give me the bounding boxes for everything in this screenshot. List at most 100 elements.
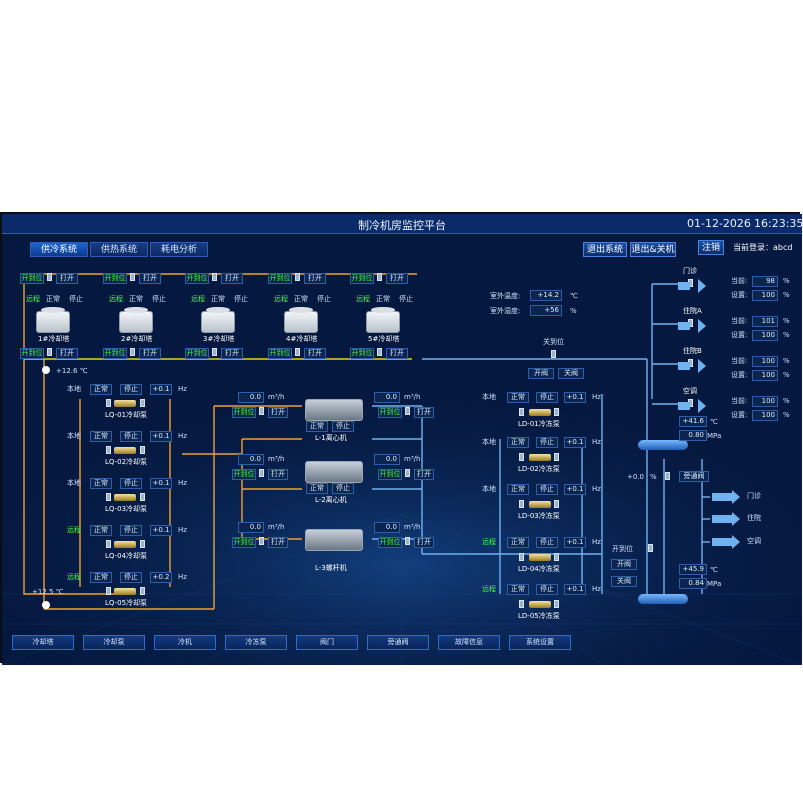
tower-open-button[interactable]: 打开 bbox=[304, 348, 326, 359]
valve-icon[interactable] bbox=[130, 273, 135, 281]
valve-icon[interactable] bbox=[47, 273, 52, 281]
title-bar: 制冷机房监控平台 01-12-2026 16:23:35 bbox=[2, 214, 803, 234]
bottom-nav-button[interactable]: 系统设置 bbox=[509, 635, 571, 650]
valve-icon[interactable] bbox=[130, 348, 135, 356]
pump-mode: 本地 bbox=[67, 385, 81, 393]
tower-mode: 远程 bbox=[26, 295, 40, 303]
chiller-open-button[interactable]: 打开 bbox=[268, 537, 288, 548]
valve-icon[interactable] bbox=[259, 537, 264, 545]
chiller-open-button[interactable]: 打开 bbox=[414, 407, 434, 418]
pump-name: LD-05冷冻泵 bbox=[518, 612, 560, 620]
chiller-open-button[interactable]: 打开 bbox=[414, 469, 434, 480]
chiller-open-button[interactable]: 打开 bbox=[414, 537, 434, 548]
tower-open-button[interactable]: 打开 bbox=[386, 348, 408, 359]
pump-state: 正常 bbox=[507, 437, 529, 448]
bottom-nav-button[interactable]: 冷机 bbox=[154, 635, 216, 650]
pump-name: LD-04冷冻泵 bbox=[518, 565, 560, 573]
top-valve-open-button[interactable]: 开阀 bbox=[528, 368, 554, 379]
tower-open-button[interactable]: 打开 bbox=[221, 273, 243, 284]
valve-icon[interactable] bbox=[140, 493, 145, 501]
valve-icon[interactable] bbox=[554, 453, 559, 461]
cool-bot-temp: +12.5 ℃ bbox=[32, 588, 64, 596]
valve-icon[interactable] bbox=[519, 408, 524, 416]
exit-system-button[interactable]: 退出系统 bbox=[583, 242, 627, 257]
bypass-valve-icon[interactable] bbox=[665, 472, 670, 480]
valve-icon[interactable] bbox=[554, 500, 559, 508]
tower-state: 正常 bbox=[211, 295, 225, 303]
valve-icon[interactable] bbox=[519, 553, 524, 561]
valve-icon[interactable] bbox=[405, 537, 410, 545]
tab-cooling-system[interactable]: 供冷系统 bbox=[30, 242, 88, 257]
cooling-tower-icon bbox=[36, 307, 70, 333]
valve-icon[interactable] bbox=[377, 273, 382, 281]
branch-set-label: 设置: bbox=[731, 291, 748, 299]
valve-icon[interactable] bbox=[259, 469, 264, 477]
valve-icon[interactable] bbox=[259, 407, 264, 415]
valve-icon[interactable] bbox=[519, 500, 524, 508]
bottom-nav-button[interactable]: 冷冻泵 bbox=[225, 635, 287, 650]
tower-open-button[interactable]: 打开 bbox=[386, 273, 408, 284]
tower-open-button[interactable]: 打开 bbox=[139, 348, 161, 359]
pump-name: LD-02冷冻泵 bbox=[518, 465, 560, 473]
tower-open-button[interactable]: 打开 bbox=[304, 273, 326, 284]
tower-open-button[interactable]: 打开 bbox=[221, 348, 243, 359]
valve-icon[interactable] bbox=[140, 446, 145, 454]
branch-arrow-icon bbox=[678, 399, 706, 413]
valve-icon[interactable] bbox=[377, 348, 382, 356]
supply-press-unit: MPa bbox=[707, 432, 722, 440]
chiller-open-pos: 开到位 bbox=[378, 469, 402, 480]
bottom-nav-button[interactable]: 旁通阀 bbox=[367, 635, 429, 650]
valve-icon[interactable] bbox=[140, 540, 145, 548]
pump-icon bbox=[529, 409, 551, 416]
tower-name: 1#冷却塔 bbox=[38, 335, 70, 343]
valve-icon[interactable] bbox=[140, 587, 145, 595]
bottom-nav-button[interactable]: 冷却泵 bbox=[83, 635, 145, 650]
tower-open-button[interactable]: 打开 bbox=[56, 273, 78, 284]
valve-icon[interactable] bbox=[295, 348, 300, 356]
outdoor-hum-unit: % bbox=[570, 307, 577, 315]
valve-icon[interactable] bbox=[140, 399, 145, 407]
valve-icon[interactable] bbox=[106, 399, 111, 407]
pump-run: 停止 bbox=[120, 525, 142, 536]
chiller-open-button[interactable]: 打开 bbox=[268, 407, 288, 418]
valve-icon[interactable] bbox=[405, 469, 410, 477]
outdoor-temp-label: 室外温度: bbox=[490, 292, 521, 300]
bottom-nav-button[interactable]: 冷却塔 bbox=[12, 635, 74, 650]
tab-heating-system[interactable]: 供热系统 bbox=[90, 242, 148, 257]
valve-icon[interactable] bbox=[212, 273, 217, 281]
valve-icon[interactable] bbox=[405, 407, 410, 415]
chiller-icon bbox=[305, 461, 363, 483]
bypass-open-button[interactable]: 开阀 bbox=[611, 559, 637, 570]
valve-icon[interactable] bbox=[554, 553, 559, 561]
logout-button[interactable]: 注销 bbox=[698, 240, 724, 255]
valve-icon[interactable] bbox=[519, 600, 524, 608]
chiller-open-pos: 开到位 bbox=[378, 537, 402, 548]
branch-cur-label: 当前: bbox=[731, 357, 748, 365]
top-valve-close-button[interactable]: 关阀 bbox=[558, 368, 584, 379]
valve-icon[interactable] bbox=[554, 600, 559, 608]
valve-icon[interactable] bbox=[551, 350, 556, 358]
valve-icon[interactable] bbox=[47, 348, 52, 356]
tab-power-analysis[interactable]: 耗电分析 bbox=[150, 242, 208, 257]
bypass-close-button[interactable]: 关阀 bbox=[611, 576, 637, 587]
bottom-nav-button[interactable]: 阀门 bbox=[296, 635, 358, 650]
valve-icon[interactable] bbox=[106, 446, 111, 454]
valve-icon[interactable] bbox=[106, 587, 111, 595]
tower-open-button[interactable]: 打开 bbox=[56, 348, 78, 359]
exit-shutdown-button[interactable]: 退出&关机 bbox=[630, 242, 676, 257]
pump-freq-unit: Hz bbox=[178, 385, 187, 393]
tower-open-button[interactable]: 打开 bbox=[139, 273, 161, 284]
bottom-nav-button[interactable]: 故障信息 bbox=[438, 635, 500, 650]
valve-icon[interactable] bbox=[106, 540, 111, 548]
valve-icon[interactable] bbox=[295, 273, 300, 281]
tower-run: 停止 bbox=[399, 295, 413, 303]
valve-icon[interactable] bbox=[212, 348, 217, 356]
valve-icon[interactable] bbox=[106, 493, 111, 501]
branch-cur: 100 bbox=[752, 356, 778, 367]
branch-cur: 100 bbox=[752, 396, 778, 407]
valve-icon[interactable] bbox=[519, 453, 524, 461]
valve-icon[interactable] bbox=[554, 408, 559, 416]
chiller-open-button[interactable]: 打开 bbox=[268, 469, 288, 480]
valve-icon[interactable] bbox=[648, 544, 653, 552]
pump-run: 停止 bbox=[536, 437, 558, 448]
